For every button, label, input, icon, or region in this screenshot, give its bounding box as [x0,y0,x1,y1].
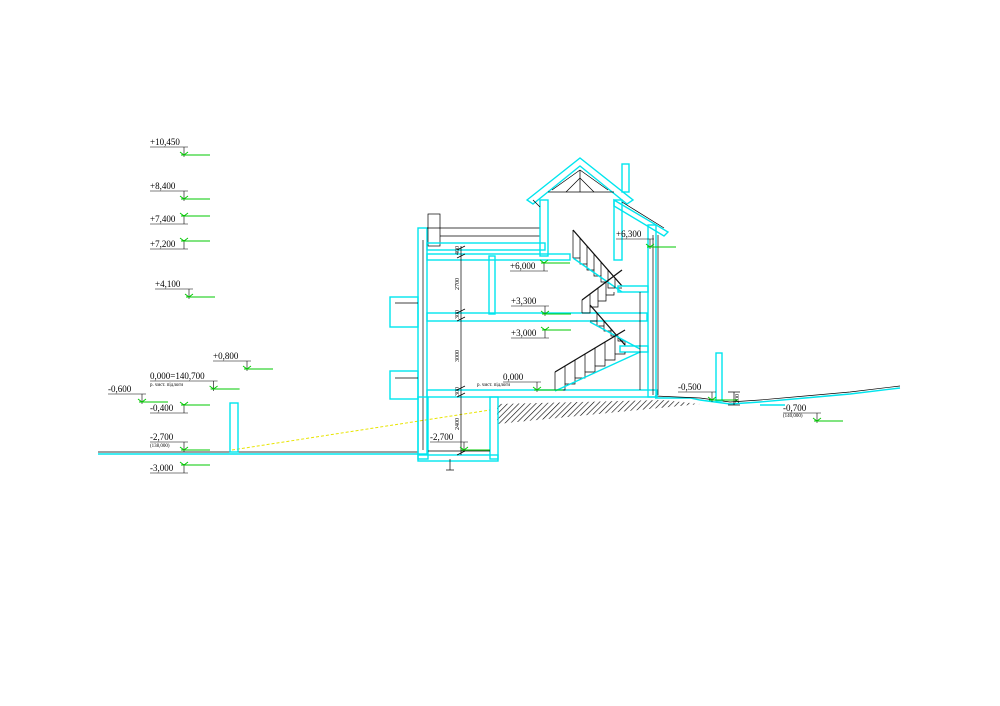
left-mark-label-7: р. чист. підлоги [150,383,183,388]
left-mark-label-4: +4,100 [155,279,181,289]
left-mark-label-10: -2,700 [150,432,174,442]
left-mark-1: +8,400 [150,181,210,201]
section-mark-6: -2,700 [430,432,490,452]
staircases [554,229,649,392]
section-mark-8: -0,700 [783,403,843,423]
section-mark-label-9: (140,000) [783,414,803,419]
earth-hatch [497,400,700,424]
section-mark-9: (140,000) [783,414,803,419]
section-mark-label-3: +3,000 [511,328,537,338]
dim-300-upper: 300 [455,310,461,319]
left-mark-11: (138,000) [150,444,170,449]
section-mark-1: +6,000 [510,259,570,272]
section-mark-0: +6,300 [616,229,676,249]
natural-ground-line [231,409,491,451]
section-mark-5: р. чист. підлоги [477,383,510,388]
left-mark-5: +0,800 [213,351,273,371]
dim-2400: 2400 [455,418,461,430]
section-mark-label-1: +6,000 [510,261,536,271]
left-mark-label-11: (138,000) [150,444,170,449]
left-mark-label-3: +7,200 [150,239,176,249]
left-level-marks: +10,450 +8,400 +7,400 +7,200 +4,100 +0,800 0,0… [108,137,273,474]
left-mark-7: р. чист. підлоги [150,383,183,388]
left-mark-label-6: 0,000=140,700 [150,371,205,381]
building-section [389,157,670,471]
dim-400: 400 [455,246,461,255]
section-mark-label-7: -0,500 [678,382,702,392]
left-mark-label-8: -0,600 [108,384,132,394]
left-mark-12: -3,000 [150,461,210,474]
section-mark-label-6: -2,700 [430,432,454,442]
left-mark-4: +4,100 [155,279,215,299]
section-mark-4: 0,000 [503,372,563,392]
left-mark-0: +10,450 [150,137,210,157]
dim-3000: 3000 [455,350,461,362]
dim-300-lower: 300 [455,387,461,396]
left-mark-3: +7,200 [150,237,210,250]
right-post [715,352,740,406]
left-mark-6: 0,000=140,700 [150,371,240,391]
left-retaining-wall [229,402,239,453]
left-mark-label-5: +0,800 [213,351,239,361]
left-mark-label-9: -0,400 [150,403,174,413]
section-mark-label-0: +6,300 [616,229,642,239]
vertical-dimension-chain: 400 2700 300 3000 300 2400 200 [455,245,741,456]
section-mark-label-4: 0,000 [503,372,524,382]
section-mark-3: +3,000 [511,326,571,339]
left-mark-10: -2,700 [150,432,210,452]
left-mark-9: -0,400 [150,401,210,414]
dim-200: 200 [735,394,741,403]
section-mark-2: +3,300 [511,296,571,316]
dim-2700: 2700 [455,278,461,290]
section-mark-label-5: р. чист. підлоги [477,383,510,388]
left-mark-label-12: -3,000 [150,463,174,473]
section-mark-label-8: -0,700 [783,403,807,413]
section-mark-7: -0,500 [678,382,738,402]
left-mark-2: +7,400 [150,212,210,225]
section-mark-label-2: +3,300 [511,296,537,306]
left-mark-8: -0,600 [108,384,168,404]
left-mark-label-2: +7,400 [150,214,176,224]
ground [98,385,901,455]
left-mark-label-0: +10,450 [150,137,180,147]
left-mark-label-1: +8,400 [150,181,176,191]
